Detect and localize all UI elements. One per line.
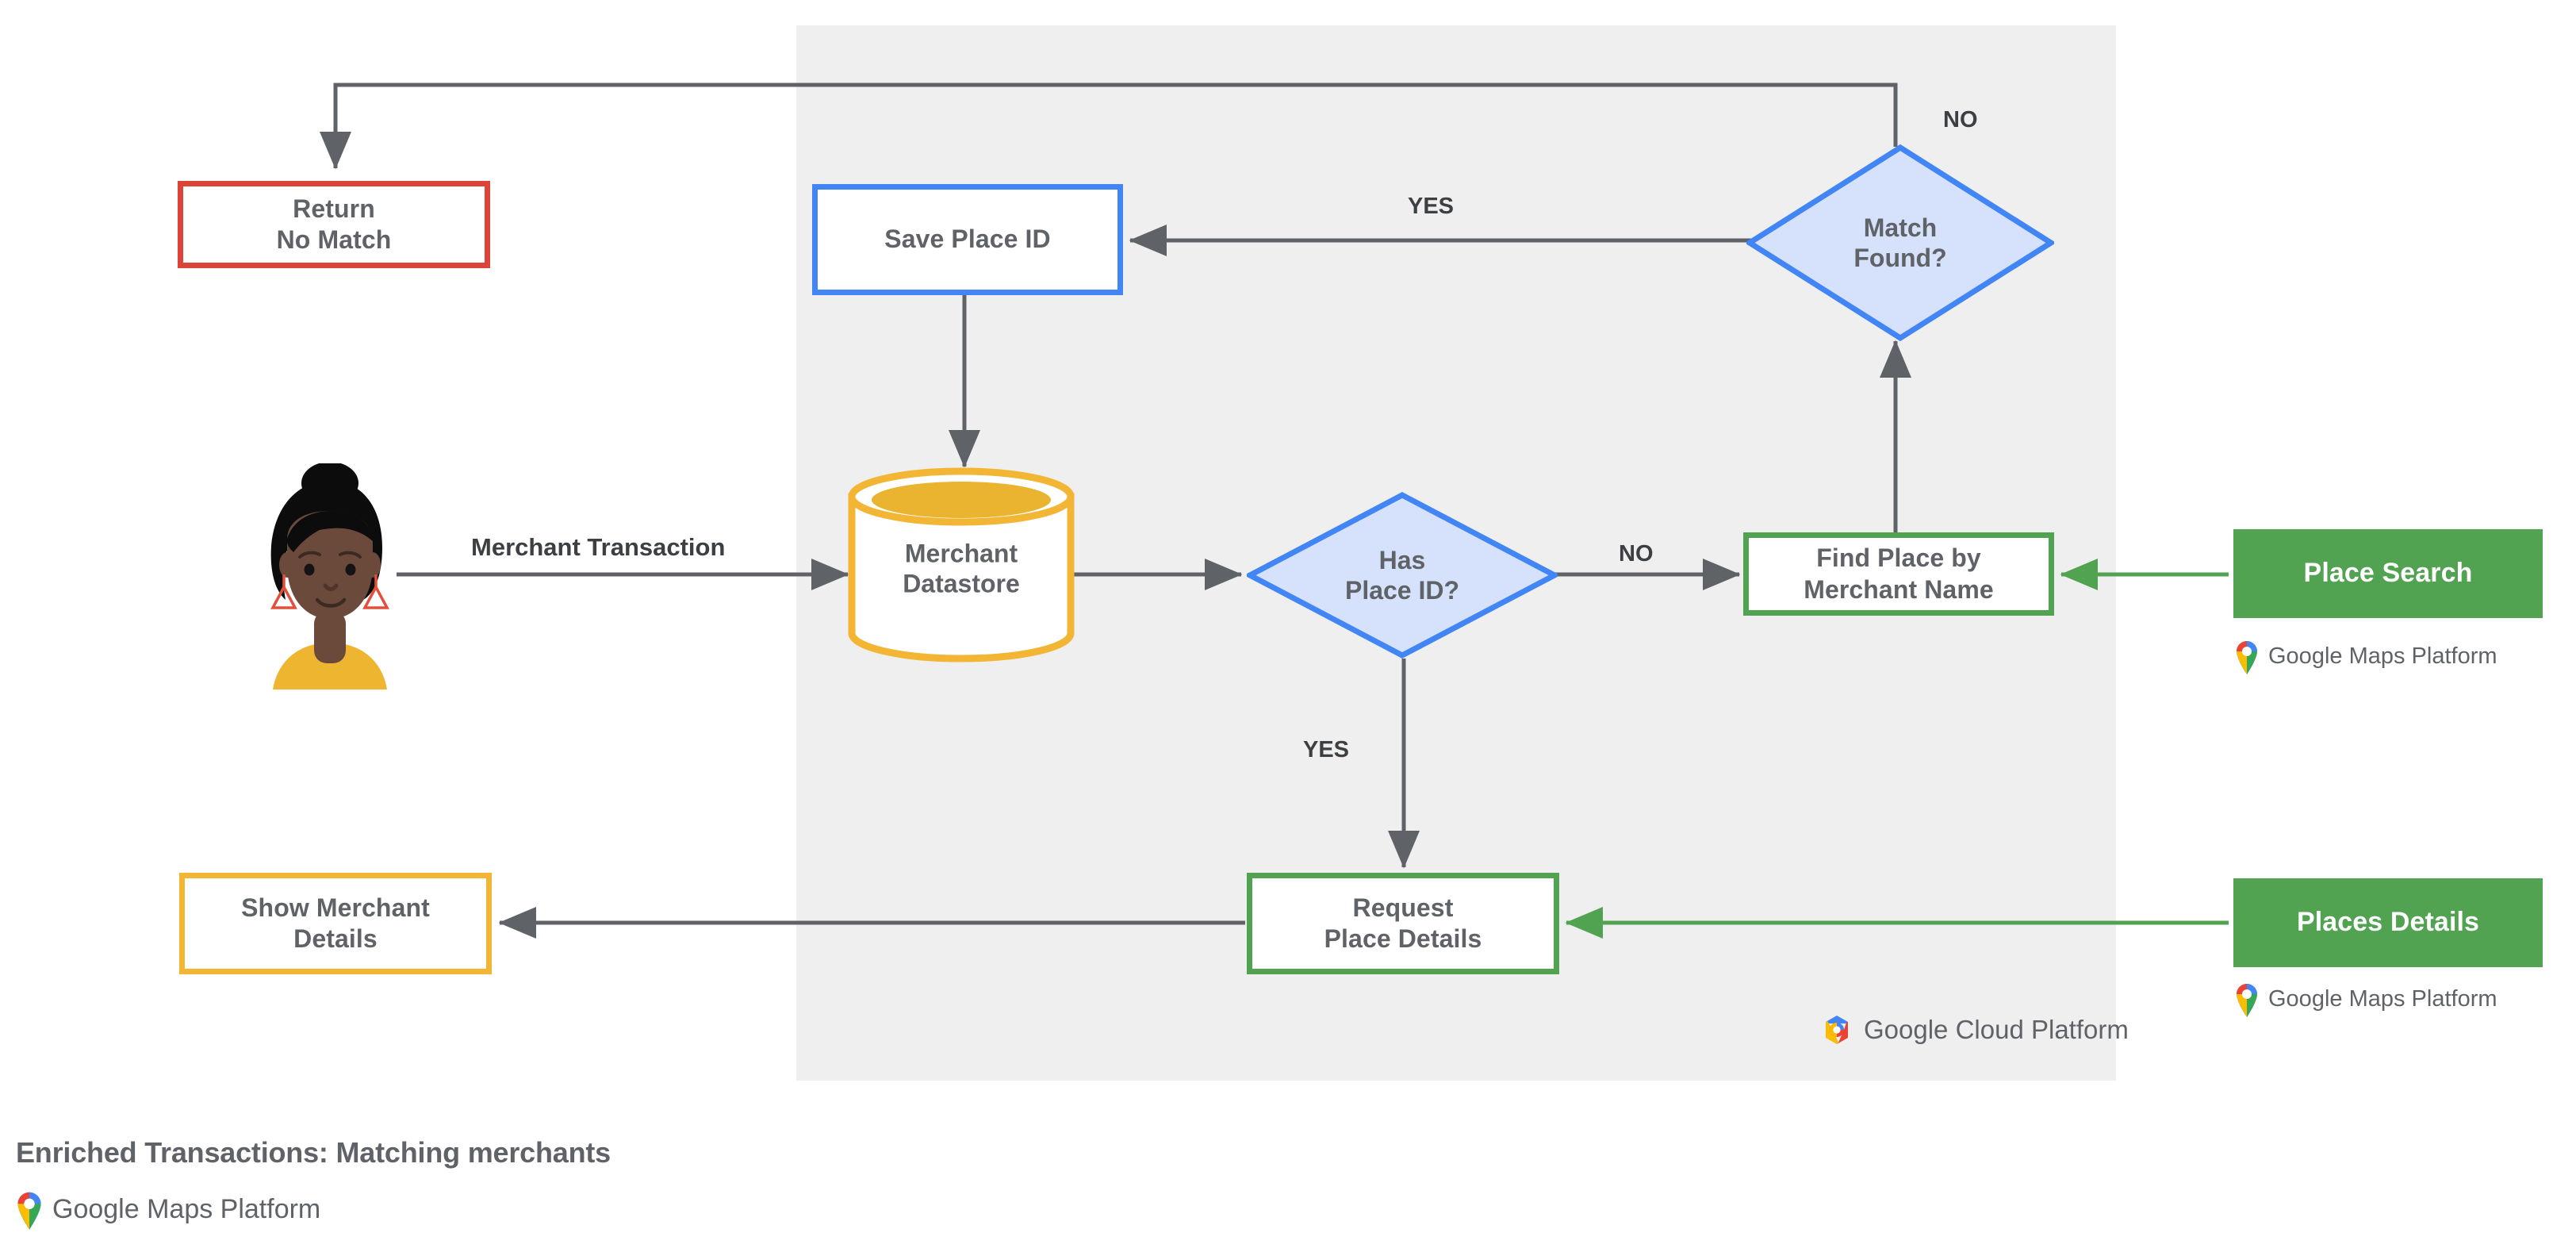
node-places-details-label: Places Details — [2296, 907, 2480, 938]
node-find-place-by-merchant-name[interactable]: Find Place by Merchant Name — [1743, 532, 2054, 616]
google-maps-platform-logo-text: Google Maps Platform — [52, 1193, 321, 1224]
node-merchant-datastore[interactable]: Merchant Datastore — [847, 467, 1075, 663]
node-save-place-id-label: Save Place ID — [884, 225, 1051, 254]
google-maps-platform-logo-text: Google Maps Platform — [2268, 643, 2497, 669]
node-has-place-id-label: Has Place ID? — [1344, 545, 1460, 605]
node-place-search[interactable]: Place Search — [2233, 529, 2543, 618]
google-maps-pin-icon — [2237, 641, 2257, 674]
google-maps-platform-logo-places-details: Google Maps Platform — [2233, 981, 2497, 1017]
diamond-shape — [1746, 144, 2054, 341]
node-has-place-id[interactable]: Has Place ID? — [1247, 492, 1558, 659]
google-cloud-hexagon-icon — [1826, 1016, 1848, 1044]
edge-label-has-place-id-yes: YES — [1303, 737, 1350, 762]
diagram-caption: Enriched Transactions: Matching merchant… — [16, 1136, 611, 1169]
google-maps-platform-logo-place-search: Google Maps Platform — [2233, 638, 2497, 674]
node-find-place-label: Find Place by Merchant Name — [1804, 543, 1994, 604]
node-show-merchant-details[interactable]: Show Merchant Details — [179, 873, 492, 974]
diamond-shape — [1247, 492, 1558, 659]
edge-label-match-found-no: NO — [1943, 107, 1978, 132]
edge-label-merchant-transaction: Merchant Transaction — [471, 533, 726, 561]
node-merchant-datastore-label: Merchant Datastore — [903, 539, 1020, 598]
node-request-place-details-label: Request Place Details — [1324, 893, 1482, 953]
node-match-found-label: Match Found? — [1853, 213, 1947, 272]
node-request-place-details[interactable]: Request Place Details — [1247, 873, 1559, 974]
google-maps-pin-icon — [17, 1192, 41, 1230]
google-maps-platform-logo-text: Google Maps Platform — [2268, 985, 2497, 1012]
node-show-merchant-details-label: Show Merchant Details — [241, 893, 430, 953]
google-maps-pin-icon — [2237, 984, 2257, 1017]
google-cloud-platform-logo-text: Google Cloud Platform — [1864, 1015, 2129, 1044]
google-maps-platform-logo-caption: Google Maps Platform — [14, 1189, 320, 1230]
node-match-found[interactable]: Match Found? — [1746, 144, 2054, 341]
edge-label-match-found-yes: YES — [1408, 194, 1455, 219]
user-avatar — [259, 462, 401, 689]
google-cloud-platform-logo: Google Cloud Platform — [1819, 1012, 2129, 1047]
node-return-no-match[interactable]: Return No Match — [178, 181, 490, 268]
edge-label-has-place-id-no: NO — [1619, 541, 1654, 566]
node-places-details[interactable]: Places Details — [2233, 878, 2543, 967]
node-place-search-label: Place Search — [2303, 558, 2473, 589]
node-return-no-match-label: Return No Match — [276, 194, 392, 254]
node-save-place-id[interactable]: Save Place ID — [812, 184, 1123, 295]
cylinder-shape — [848, 467, 1075, 662]
avatar-illustration — [270, 462, 389, 689]
